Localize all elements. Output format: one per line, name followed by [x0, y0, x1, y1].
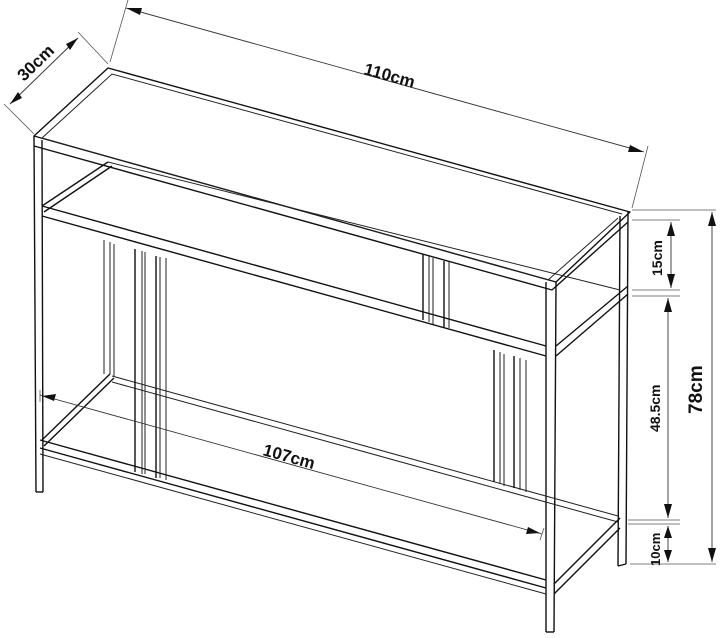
dimension-width-top	[109, 0, 649, 209]
dimension-heights	[628, 209, 716, 565]
label-width-inner: 107cm	[261, 441, 317, 473]
label-height-total: 78cm	[686, 365, 707, 414]
label-gap-top: 15cm	[649, 240, 665, 276]
label-bottom-clearance: 10cm	[648, 533, 663, 566]
dimension-depth	[3, 31, 109, 135]
bottom-shelf	[39, 373, 621, 595]
top-slats-right	[422, 254, 450, 328]
back-slats-left	[103, 240, 167, 480]
label-width-top: 110cm	[362, 60, 417, 92]
middle-shelf	[41, 161, 629, 357]
label-gap-middle: 48.5cm	[647, 385, 663, 432]
dimension-width-inner	[39, 390, 545, 541]
legs	[33, 135, 629, 633]
top-frame	[33, 67, 631, 291]
label-depth: 30cm	[14, 41, 58, 85]
back-slats-right	[493, 350, 527, 492]
